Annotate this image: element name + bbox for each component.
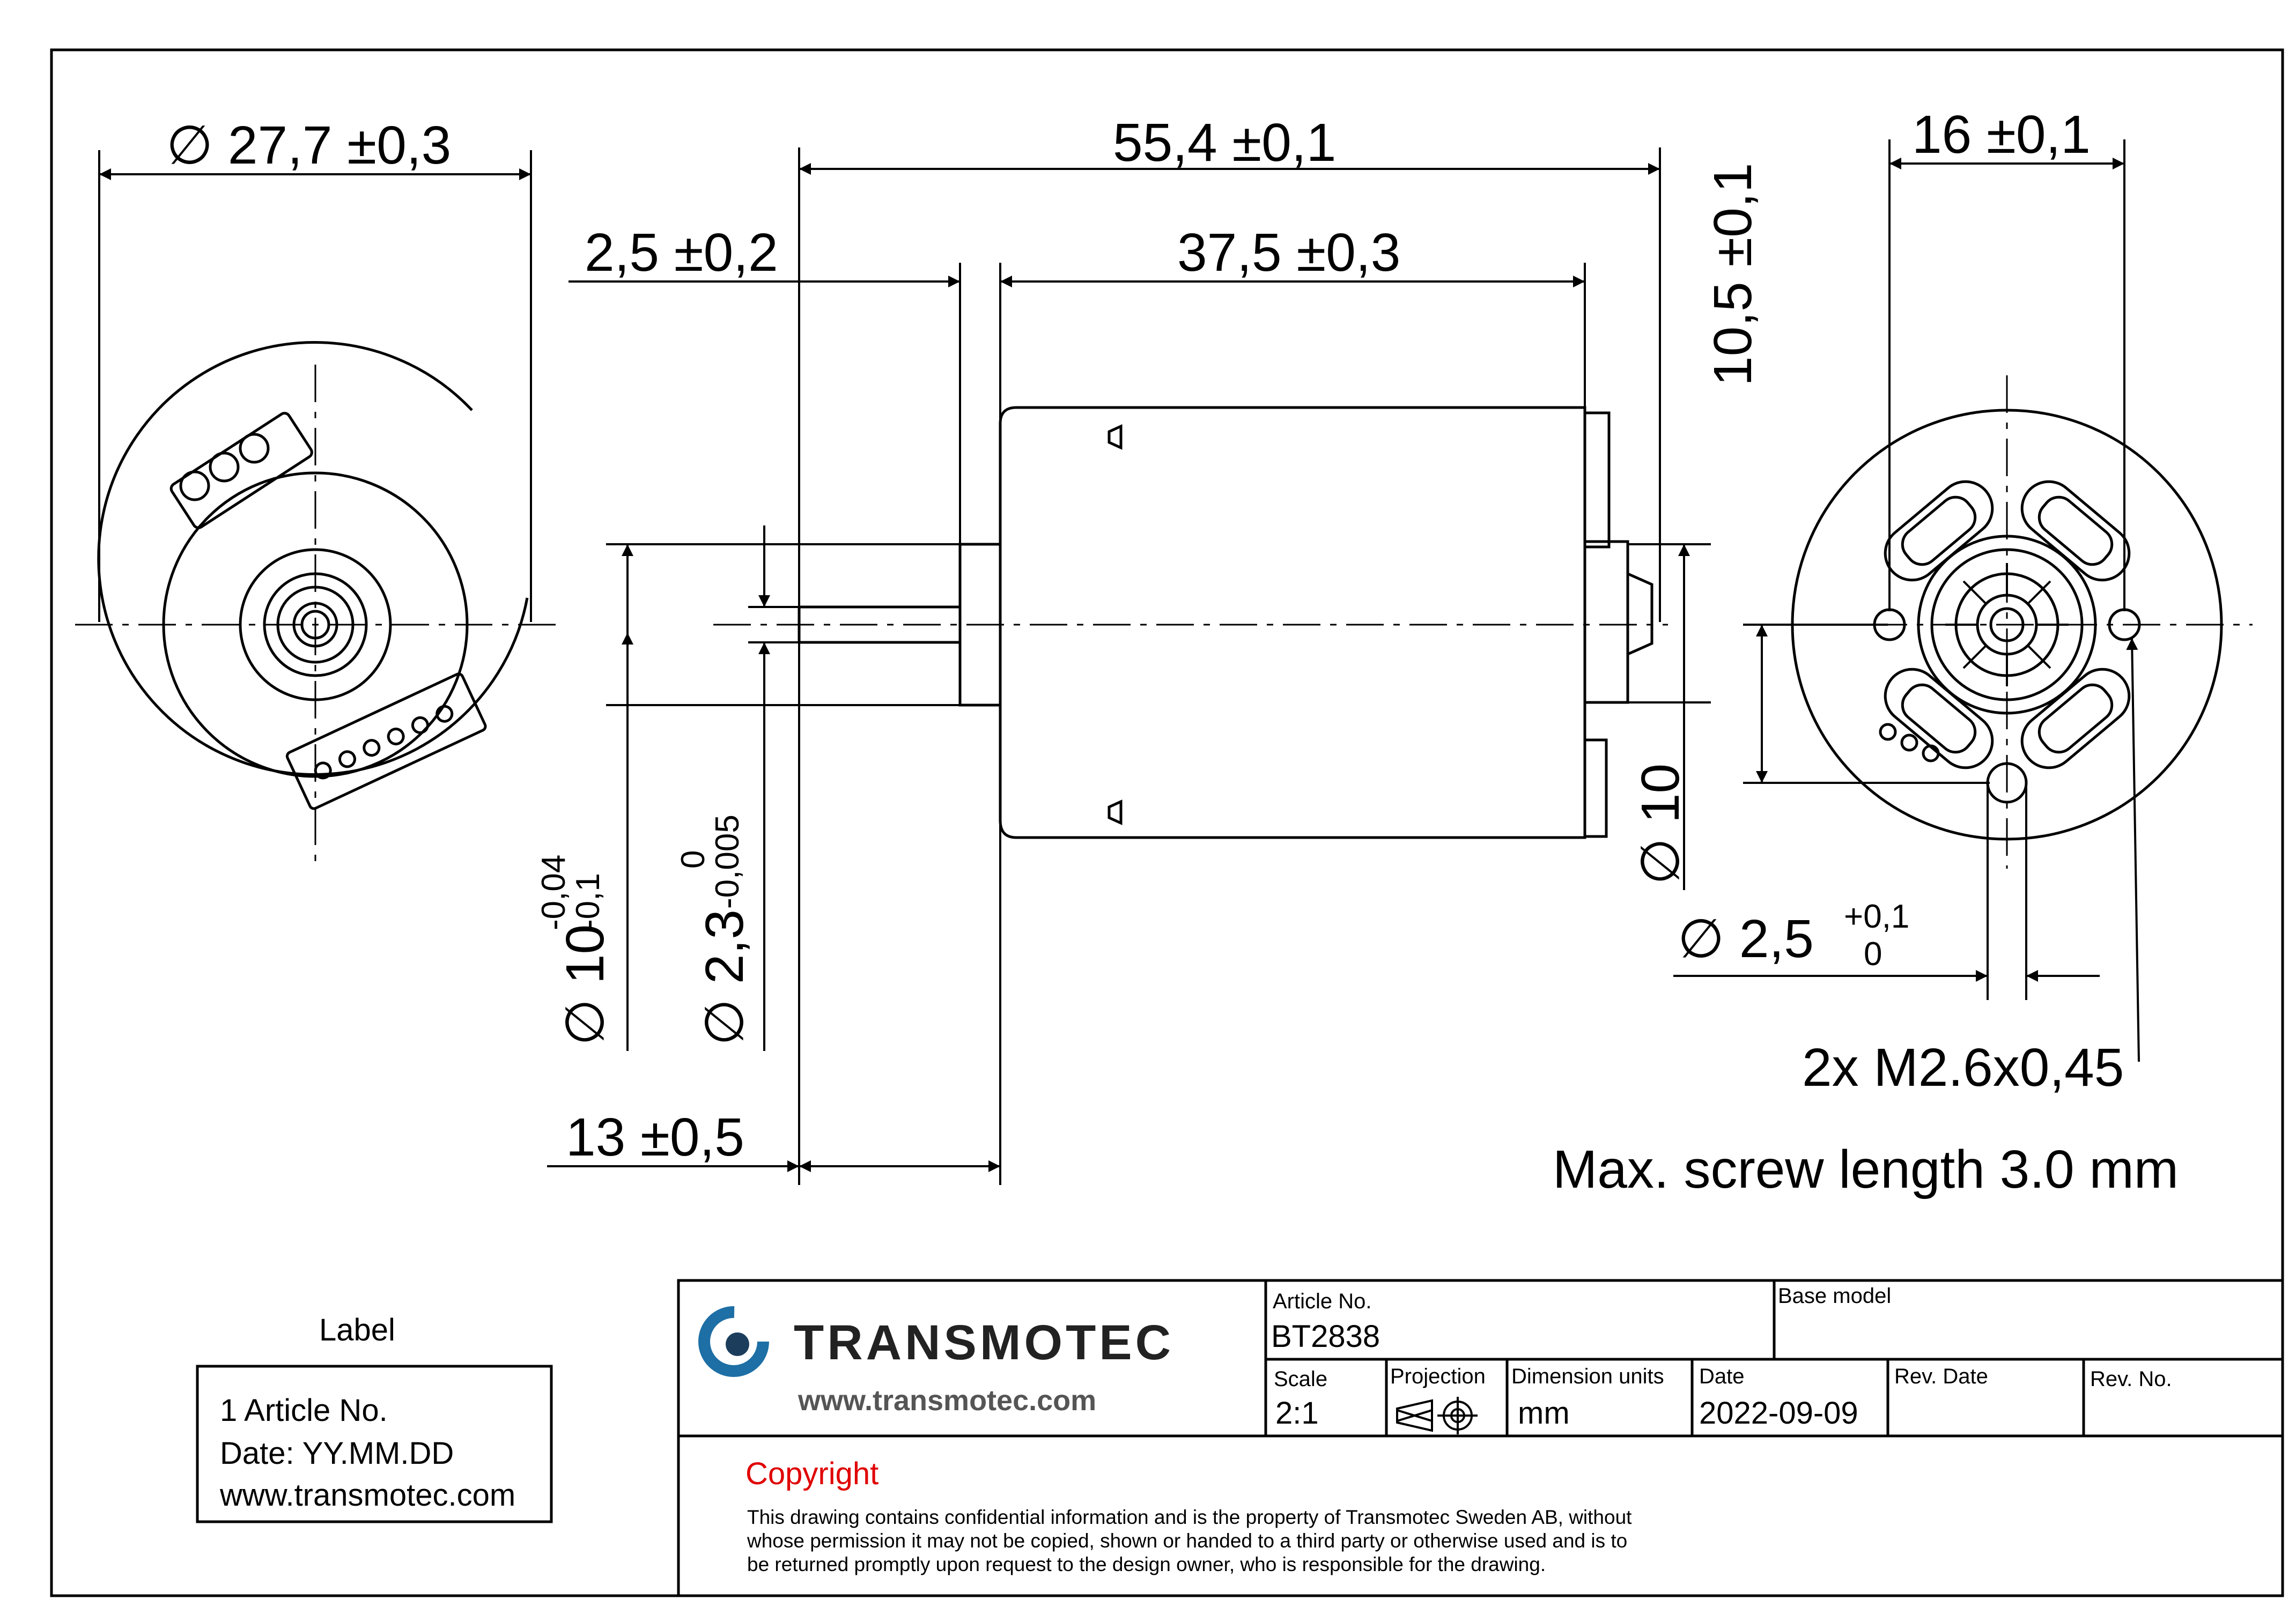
boss-tol-lower: -0,1 (570, 873, 607, 930)
vertical-offset-group: 10,5 ±0,1 (1703, 163, 1763, 386)
date-value: 2022-09-09 (1699, 1396, 1858, 1431)
hole-tol-lower: 0 (1864, 936, 1882, 973)
screw-length-note: Max. screw length 3.0 mm (1553, 1139, 2179, 1199)
label-line-1: 1 Article No. (220, 1393, 388, 1428)
rear-view-centerlines (1743, 375, 2253, 869)
title-block-grid (677, 1279, 2284, 1597)
copyright-line-3: be returned promptly upon request to the… (747, 1553, 1546, 1575)
rev-date-label: Rev. Date (1894, 1365, 1988, 1388)
projection-label: Projection (1390, 1365, 1486, 1388)
boss-diameter-label: ∅ 10 (555, 924, 615, 1046)
label-box (196, 1365, 553, 1523)
shaft-diameter-group: ∅ 2,3 0 -0,005 (675, 814, 755, 1046)
shaft-diameter-label: ∅ 2,3 (695, 909, 755, 1046)
label-box-title: Label (319, 1313, 395, 1347)
body-length-label: 37,5 ±0,3 (1177, 223, 1400, 283)
article-no-value: BT2838 (1271, 1319, 1380, 1354)
label-line-3: www.transmotec.com (219, 1478, 515, 1513)
shaft-tol-upper: 0 (675, 850, 712, 869)
base-model-label: Base model (1778, 1284, 1891, 1308)
scale-value: 2:1 (1275, 1396, 1319, 1431)
transmotec-logo-icon (698, 1306, 769, 1377)
boss-tol-upper: -0,04 (535, 855, 572, 930)
brand-website: www.transmotec.com (798, 1384, 1096, 1417)
rear-view-dimensions (1673, 139, 2140, 1062)
copyright-title: Copyright (745, 1456, 878, 1491)
boss-diameter-group: ∅ 10 -0,04 -0,1 (535, 855, 615, 1046)
scale-label: Scale (1274, 1367, 1327, 1391)
date-label: Date (1699, 1365, 1745, 1388)
label-line-2: Date: YY.MM.DD (220, 1436, 454, 1471)
rev-no-label: Rev. No. (2090, 1367, 2172, 1391)
thread-note: 2x M2.6x0,45 (1802, 1038, 2124, 1098)
hole-tol-upper: +0,1 (1844, 898, 1909, 935)
shaft-tol-lower: -0,005 (709, 814, 746, 909)
projection-symbol-icon (1396, 1397, 1478, 1434)
rear-boss-diameter-label: ∅ 10 (1630, 764, 1690, 885)
front-diameter-label: ∅ 27,7 ±0,3 (166, 115, 451, 175)
screw-spacing-label: 16 ±0,1 (1912, 105, 2091, 165)
side-view (798, 406, 1653, 839)
front-view-centerlines (75, 365, 558, 869)
overall-length-label: 55,4 ±0,1 (1113, 113, 1336, 173)
rear-boss-diameter-group: ∅ 10 (1630, 764, 1690, 885)
side-view-dimensions (547, 147, 1711, 1185)
dimension-units-label: Dimension units (1511, 1365, 1664, 1388)
front-diameter-dimension (98, 150, 532, 622)
shaft-length-label: 13 ±0,5 (566, 1107, 744, 1167)
dimension-units-value: mm (1518, 1396, 1570, 1431)
copyright-line-2: whose permission it may not be copied, s… (747, 1530, 1627, 1552)
flange-thickness-label: 2,5 ±0,2 (585, 223, 778, 283)
brand-name: TRANSMOTEC (794, 1315, 1174, 1370)
front-view (97, 340, 529, 810)
copyright-line-1: This drawing contains confidential infor… (747, 1506, 1632, 1528)
vertical-offset-label: 10,5 ±0,1 (1703, 163, 1763, 386)
article-no-label: Article No. (1273, 1290, 1372, 1313)
hole-diameter-label: ∅ 2,5 (1678, 909, 1814, 969)
